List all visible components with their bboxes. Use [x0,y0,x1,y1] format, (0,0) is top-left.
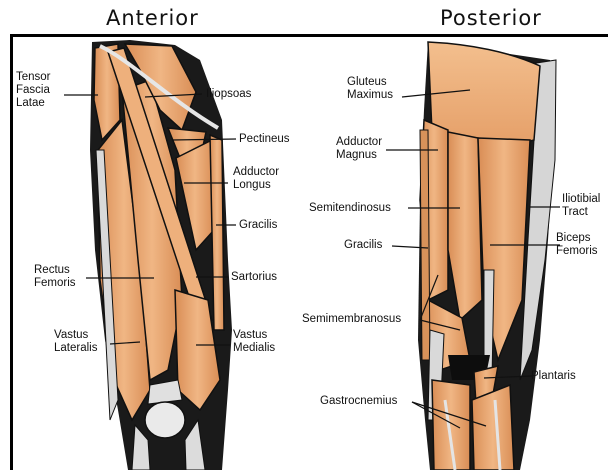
label-gracilis-posterior: Gracilis [344,239,382,252]
label-vastus-medialis: Vastus Medialis [233,329,275,355]
gastrocnemius-lateral-head [472,385,514,470]
label-rectus-femoris: Rectus Femoris [34,264,76,290]
label-adductor-longus: Adductor Longus [233,166,279,192]
label-plantaris: Plantaris [531,370,576,383]
label-gluteus-maximus: Gluteus Maximus [347,76,393,102]
label-pectineus: Pectineus [239,133,290,146]
label-semitendinosus: Semitendinosus [309,202,391,215]
posterior-thigh [418,42,556,470]
label-sartorius: Sartorius [231,271,277,284]
gastrocnemius-medial-head [432,380,470,470]
label-iliotibial-tract: Iliotibial Tract [562,193,600,219]
anterior-thigh [90,40,232,470]
label-vastus-lateralis: Vastus Lateralis [54,329,97,355]
patella [145,402,185,438]
label-semimembranosus: Semimembranosus [302,313,401,326]
label-adductor-magnus: Adductor Magnus [336,136,382,162]
label-biceps-femoris: Biceps Femoris [556,232,598,258]
label-gracilis-anterior: Gracilis [239,219,277,232]
gracilis-posterior-muscle [420,130,430,360]
label-tensor-fascia-latae: Tensor Fascia Latae [16,71,51,110]
label-gastrocnemius: Gastrocnemius [320,395,397,408]
label-iliopsoas: Iliopsoas [206,88,251,101]
